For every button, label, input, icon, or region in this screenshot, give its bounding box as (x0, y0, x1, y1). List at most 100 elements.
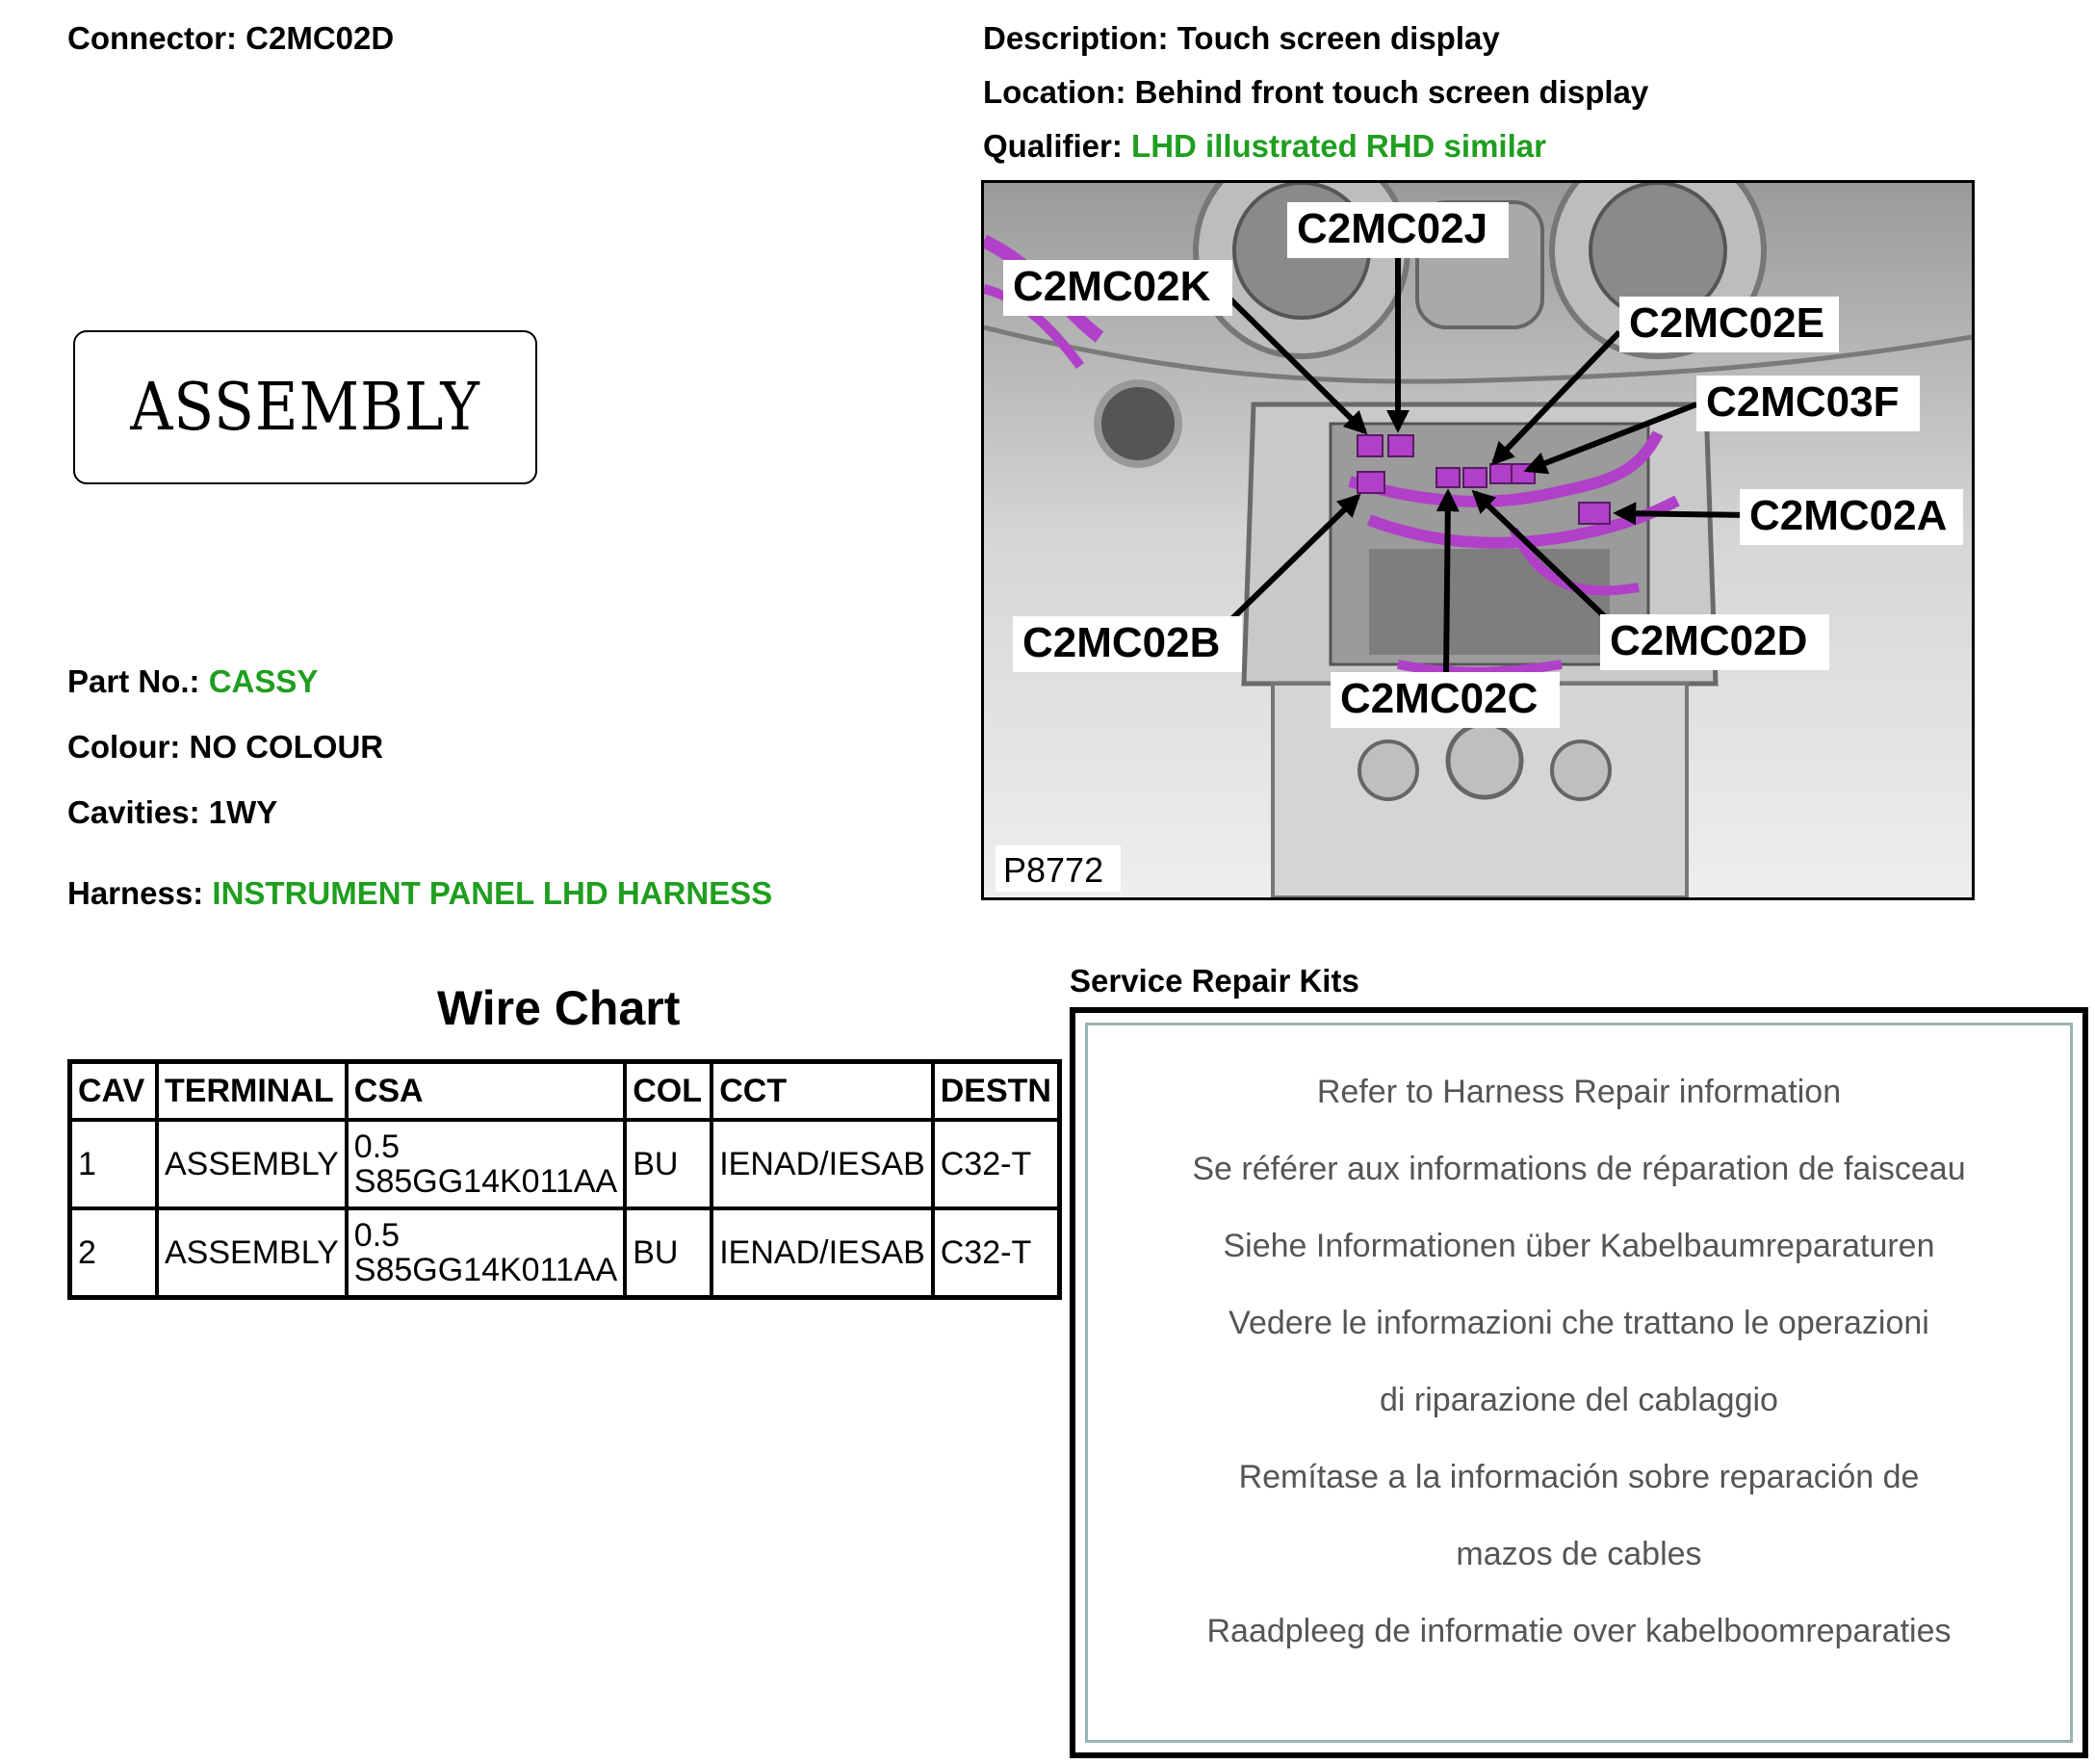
callout-c2mc02j: C2MC02J (1297, 205, 1487, 252)
callout-c2mc02c: C2MC02C (1340, 675, 1538, 722)
callout-bg-j (1287, 202, 1509, 258)
csa-size: 0.5 (353, 1217, 401, 1254)
harness-wire-left-2 (984, 284, 1084, 370)
description-field: Description: Touch screen display (983, 19, 1500, 58)
connector-field: Connector: C2MC02D (67, 19, 394, 58)
description-label: Description: (983, 20, 1169, 56)
cell-cct: IENAD/IESAB (710, 1206, 935, 1300)
connector-k-shape (1357, 434, 1384, 457)
callout-bg-d (1600, 614, 1829, 670)
knob-left-shape (1358, 739, 1419, 801)
table-row: 2 ASSEMBLY 0.5 S85GG14K011AA BU IENAD/IE… (67, 1206, 1062, 1300)
cell-cav: 1 (67, 1118, 159, 1210)
kit-line-en: Refer to Harness Repair information (1316, 1074, 1842, 1110)
connector-label: Connector: (67, 20, 237, 56)
cavities-label: Cavities: (67, 794, 200, 830)
cavities-field: Cavities: 1WY (67, 793, 277, 832)
cell-cav: 2 (67, 1206, 159, 1300)
callout-bg-c (1331, 672, 1560, 728)
header-destn: DESTN (930, 1059, 1062, 1122)
wire-chart-title: Wire Chart (437, 981, 681, 1035)
colour-value: NO COLOUR (189, 729, 384, 765)
kit-line-it-1: Vedere le informazioni che trattano le o… (1229, 1305, 1929, 1341)
csa-part: S85GG14K011AA (353, 1163, 618, 1200)
kit-line-fr: Se référer aux informations de réparatio… (1192, 1151, 1966, 1187)
harness-field: Harness: INSTRUMENT PANEL LHD HARNESS (67, 874, 772, 913)
connector-value: C2MC02D (246, 20, 395, 56)
connector-a-shape (1578, 502, 1611, 525)
callout-c2mc03f: C2MC03F (1706, 378, 1900, 426)
kit-line-es-2: mazos de cables (1456, 1536, 1702, 1572)
callout-c2mc02b: C2MC02B (1022, 619, 1220, 666)
leader-c2mc02d (1471, 489, 1622, 634)
cavity-recess (1369, 549, 1610, 655)
side-vent-shape (1094, 379, 1182, 468)
assembly-badge-text: ASSEMBLY (130, 369, 480, 446)
cell-csa: 0.5 S85GG14K011AA (344, 1206, 628, 1300)
callout-bg-f (1696, 376, 1920, 431)
service-repair-kits-panel: Refer to Harness Repair information Se r… (1070, 1007, 2088, 1758)
connector-b-shape (1357, 471, 1385, 494)
cell-col: BU (623, 1118, 714, 1210)
leader-c2mc02c (1435, 488, 1460, 675)
header-col: COL (623, 1059, 714, 1122)
knob-centre-shape (1445, 721, 1524, 800)
callout-bg-k (1003, 260, 1232, 316)
callout-bg-a (1740, 489, 1963, 545)
cell-destn: C32-T (930, 1206, 1062, 1300)
qualifier-field: Qualifier: LHD illustrated RHD similar (983, 127, 1546, 166)
location-label: Location: (983, 74, 1126, 110)
assembly-badge: ASSEMBLY (73, 330, 537, 484)
service-repair-kits-title: Service Repair Kits (1070, 963, 1359, 999)
leader-c2mc02a (1613, 502, 1750, 526)
qualifier-link[interactable]: LHD illustrated RHD similar (1131, 128, 1546, 164)
kit-line-nl: Raadpleeg de informatie over kabelboomre… (1206, 1613, 1952, 1649)
service-repair-kits-inner: Refer to Harness Repair information Se r… (1085, 1023, 2073, 1743)
connector-d-shape (1462, 467, 1487, 488)
cell-terminal: ASSEMBLY (155, 1206, 349, 1300)
colour-field: Colour: NO COLOUR (67, 728, 383, 766)
header-cav: CAV (67, 1059, 159, 1122)
figure-ref: P8772 (1003, 850, 1103, 890)
cavities-value: 1WY (208, 794, 278, 830)
description-value: Touch screen display (1177, 20, 1500, 56)
leader-c2mc02b (1217, 493, 1361, 634)
callout-bg-b (1013, 616, 1242, 672)
callout-c2mc02k: C2MC02K (1013, 263, 1211, 310)
knob-right-shape (1550, 739, 1612, 801)
header-terminal: TERMINAL (155, 1059, 349, 1122)
part-no-label: Part No.: (67, 663, 200, 699)
kit-line-es-1: Remítase a la información sobre reparaci… (1238, 1459, 1920, 1495)
part-no-link[interactable]: CASSY (208, 663, 319, 699)
connector-j-shape (1387, 434, 1414, 457)
cell-terminal: ASSEMBLY (155, 1118, 349, 1210)
callout-c2mc02a: C2MC02A (1749, 492, 1947, 539)
header-csa: CSA (344, 1059, 628, 1122)
location-value: Behind front touch screen display (1134, 74, 1649, 110)
location-field: Location: Behind front touch screen disp… (983, 73, 1648, 112)
connector-e-shape (1489, 463, 1514, 484)
diagram-svg: C2MC02J C2MC02K C2MC02E C2MC03F C2MC02A … (984, 183, 1972, 897)
qualifier-label: Qualifier: (983, 128, 1123, 164)
cell-col: BU (623, 1206, 714, 1300)
callout-bg-e (1619, 297, 1839, 352)
harness-wire-lower (1509, 527, 1640, 596)
cell-destn: C32-T (930, 1118, 1062, 1210)
table-row: 1 ASSEMBLY 0.5 S85GG14K011AA BU IENAD/IE… (67, 1118, 1062, 1210)
cell-cct: IENAD/IESAB (710, 1118, 935, 1210)
csa-size: 0.5 (353, 1128, 401, 1165)
callout-c2mc02d: C2MC02D (1610, 617, 1807, 664)
header-cct: CCT (710, 1059, 935, 1122)
harness-wire-centre (1348, 430, 1664, 507)
wire-chart-table: CAV TERMINAL CSA COL CCT DESTN 1 ASSEMBL… (67, 1059, 1062, 1300)
harness-link[interactable]: INSTRUMENT PANEL LHD HARNESS (212, 875, 773, 911)
kit-line-it-2: di riparazione del cablaggio (1380, 1382, 1778, 1418)
dash-contour (984, 324, 1972, 384)
connector-location-diagram: C2MC02J C2MC02K C2MC02E C2MC03F C2MC02A … (981, 180, 1975, 900)
leader-c2mc02k (1217, 286, 1368, 435)
leader-c2mc03f (1523, 402, 1698, 475)
harness-wire-bottom (1397, 660, 1563, 677)
csa-part: S85GG14K011AA (353, 1252, 618, 1288)
colour-label: Colour: (67, 729, 181, 765)
callout-c2mc02e: C2MC02E (1629, 299, 1824, 347)
